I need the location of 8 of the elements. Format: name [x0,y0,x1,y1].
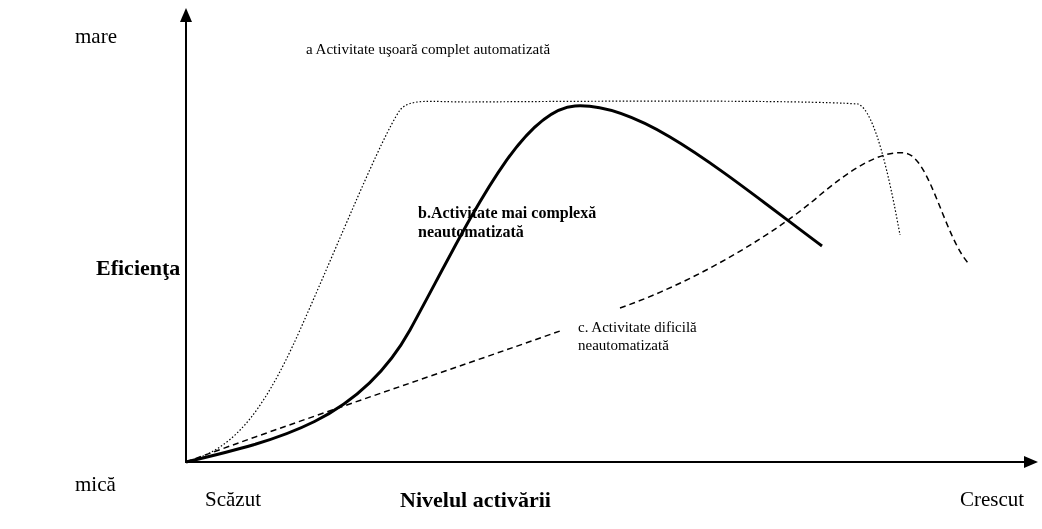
curve-label: c. Activitate dificilă neautomatizată [578,318,698,354]
axis-title: Nivelul activării [400,487,551,514]
axis-label: mare [75,24,117,50]
axis-label: Scăzut [205,487,261,513]
curve-label: a Activitate uşoară complet automatizată [306,40,551,58]
axis-label: Crescut [960,487,1025,513]
axis-title: Eficienţa [96,255,181,282]
axis-label: mică [75,472,116,498]
